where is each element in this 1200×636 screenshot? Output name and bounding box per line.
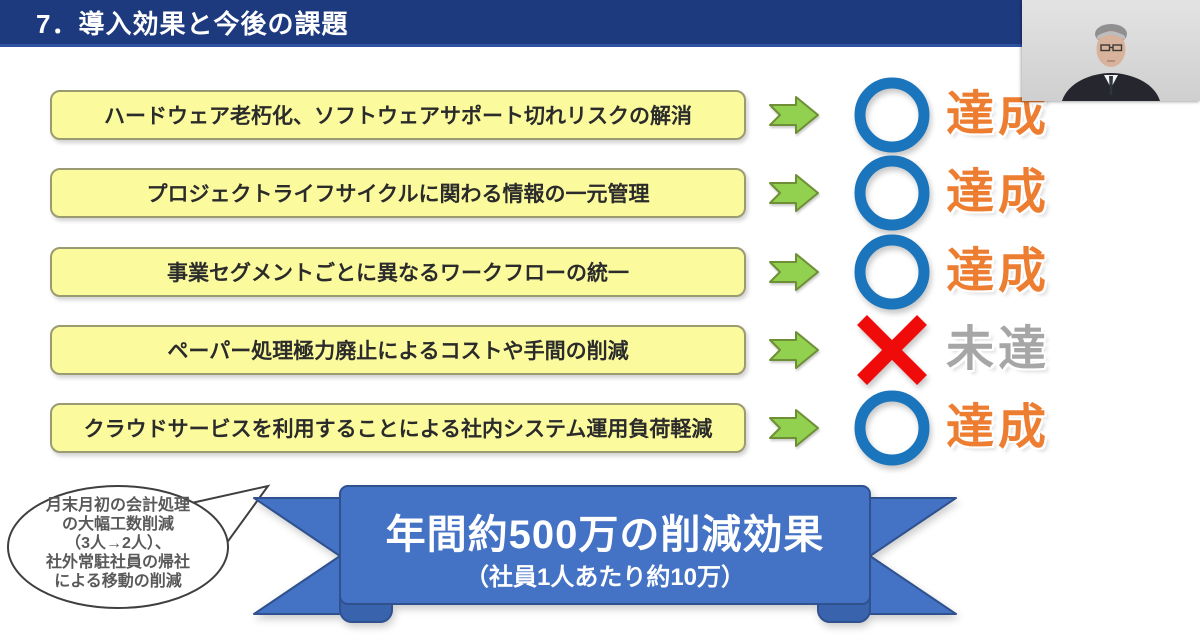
speech-bubble: 月末月初の会計処理 の大幅工数削減 （3人→2人）、 社外常駐社員の帰社 による… — [7, 484, 271, 609]
result-label: 達成 — [946, 166, 1051, 219]
goal-text: 事業セグメントごとに異なるワークフローの統一 — [167, 262, 629, 285]
circle-outline-icon — [852, 388, 932, 468]
achievement-row: ハードウェア老朽化、ソフトウェアサポート切れリスクの解消 達成 — [0, 77, 1200, 153]
circle-outline-icon — [852, 153, 932, 233]
bubble-line: 社外常駐社員の帰社 — [45, 552, 190, 571]
result-banner: 年間約500万の削減効果 （社員1人あたり約10万） — [253, 485, 957, 623]
goal-text: ハードウェア老朽化、ソフトウェアサポート切れリスクの解消 — [104, 105, 692, 128]
notched-right-arrow-icon — [768, 408, 820, 448]
result-label: 達成 — [946, 401, 1051, 454]
goal-box: クラウドサービスを利用することによる社内システム運用負荷軽減 — [50, 403, 746, 453]
achievement-row: ペーパー処理極力廃止によるコストや手間の削減 未達 — [0, 315, 1200, 385]
goal-box: ハードウェア老朽化、ソフトウェアサポート切れリスクの解消 — [50, 90, 746, 140]
cross-icon — [852, 310, 932, 390]
achievement-row: クラウドサービスを利用することによる社内システム運用負荷軽減 達成 — [0, 390, 1200, 466]
achievement-row: プロジェクトライフサイクルに関わる情報の一元管理 達成 — [0, 155, 1200, 231]
goal-box: プロジェクトライフサイクルに関わる情報の一元管理 — [50, 168, 746, 218]
achievement-row: 事業セグメントごとに異なるワークフローの統一 達成 — [0, 234, 1200, 310]
slide-title: 7．導入効果と今後の課題 — [36, 8, 349, 39]
goal-text: クラウドサービスを利用することによる社内システム運用負荷軽減 — [83, 418, 713, 441]
goal-box: ペーパー処理極力廃止によるコストや手間の削減 — [50, 325, 746, 375]
presenter-webcam — [1022, 0, 1200, 101]
bubble-line: （3人→2人）、 — [65, 534, 171, 552]
bubble-line: の大幅工数削減 — [62, 514, 174, 533]
notched-right-arrow-icon — [768, 330, 820, 370]
bubble-line: による移動の削減 — [54, 571, 182, 590]
banner-title: 年間約500万の削減効果 — [386, 513, 825, 557]
goal-text: ペーパー処理極力廃止によるコストや手間の削減 — [167, 340, 629, 363]
notched-right-arrow-icon — [768, 252, 820, 292]
slide-header: 7．導入効果と今後の課題 — [0, 0, 1200, 47]
result-label: 達成 — [946, 245, 1051, 298]
notched-right-arrow-icon — [768, 173, 820, 213]
banner-subtitle: （社員1人あたり約10万） — [465, 563, 745, 591]
notched-right-arrow-icon — [768, 95, 820, 135]
circle-outline-icon — [852, 75, 932, 155]
result-label: 未達 — [946, 323, 1051, 376]
bubble-line: 月末月初の会計処理 — [45, 495, 190, 514]
goal-box: 事業セグメントごとに異なるワークフローの統一 — [50, 247, 746, 297]
presenter-icon — [1022, 0, 1200, 101]
goal-text: プロジェクトライフサイクルに関わる情報の一元管理 — [146, 183, 650, 206]
circle-outline-icon — [852, 232, 932, 312]
